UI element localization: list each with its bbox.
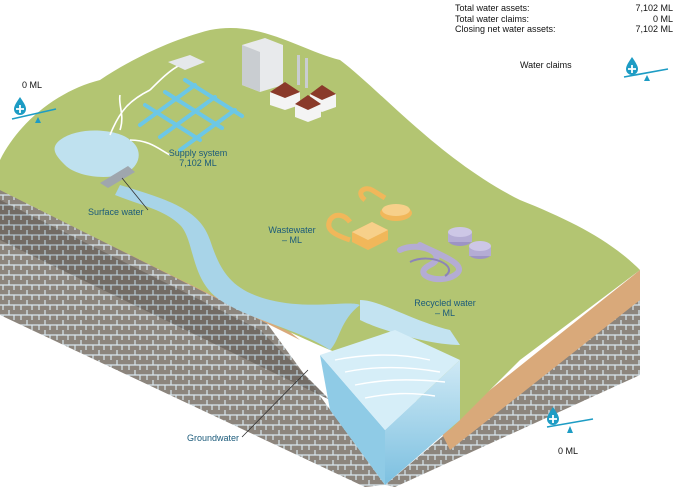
balance-scale-icon — [546, 407, 594, 433]
water-claims-label: Water claims — [520, 60, 572, 70]
supply-system-grid — [138, 78, 244, 152]
recycled-water-label: Recycled water – ML — [414, 298, 476, 318]
bottom-balance-value: 0 ML — [558, 446, 579, 456]
streams — [109, 64, 181, 156]
left-balance-value: 0 ML — [22, 80, 43, 90]
groundwater-label: Groundwater — [187, 433, 240, 443]
summary-row: Total water assets: 7,102 ML — [455, 3, 673, 13]
river-inflow — [360, 300, 460, 345]
groundwater-leader — [241, 369, 309, 438]
surface-water-label: Surface water — [88, 207, 144, 217]
house-icon — [270, 82, 336, 122]
summary-panel: Total water assets: 7,102 ML Total water… — [455, 3, 673, 35]
factory-icon — [242, 38, 308, 92]
recycled-water-plant — [397, 227, 491, 283]
summary-row: Total water claims: 0 ML — [455, 13, 673, 24]
river — [115, 185, 360, 350]
grass-surface — [0, 27, 640, 431]
supply-system-label: Supply system 7,102 ML — [168, 148, 228, 168]
summary-row: Closing net water assets: 7,102 ML — [455, 24, 673, 34]
balance-scale-icon — [11, 97, 57, 123]
groundwater-aquifer — [320, 330, 460, 485]
wastewater-label: Wastewater – ML — [268, 225, 316, 245]
reservoir-tank — [168, 55, 205, 70]
surface-water-leader — [121, 177, 149, 211]
balance-scale-icon — [623, 57, 669, 81]
wastewater-plant — [326, 186, 412, 250]
dam-wall — [100, 166, 135, 188]
lake — [54, 130, 139, 177]
